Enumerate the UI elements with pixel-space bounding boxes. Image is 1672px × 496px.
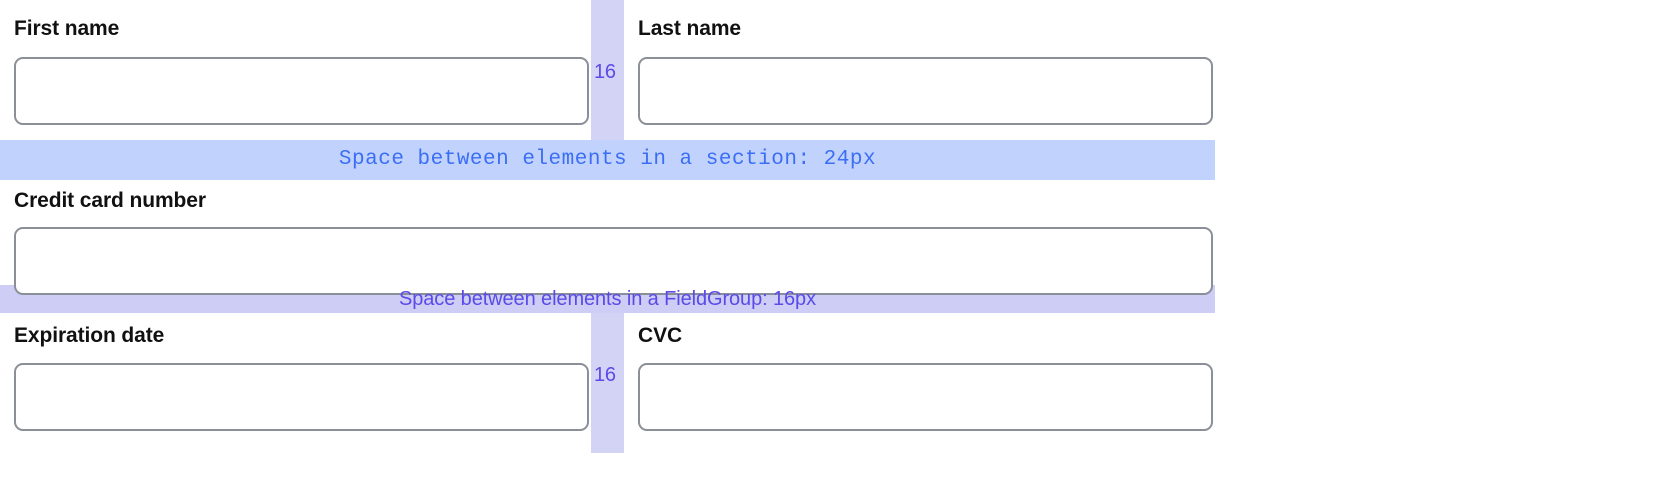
first-name-label: First name <box>14 17 120 40</box>
expiry-cvc-row: Expiration date 16 CVC <box>0 313 1215 453</box>
cvc-field: CVC <box>624 313 1215 453</box>
first-name-field: First name <box>0 0 591 140</box>
cvc-label: CVC <box>638 324 683 347</box>
column-gap-indicator-bottom: 16 <box>591 313 624 453</box>
credit-card-row: Credit card number <box>0 180 1215 295</box>
last-name-input[interactable] <box>638 57 1213 125</box>
credit-card-number-input[interactable] <box>14 227 1213 295</box>
expiration-date-input[interactable] <box>14 363 589 431</box>
first-name-input[interactable] <box>14 57 589 125</box>
column-gap-indicator-top: 16 <box>591 0 624 140</box>
spacing-annotated-form: First name 16 Last name Space between el… <box>0 0 1215 453</box>
credit-card-field: Credit card number <box>0 180 1215 295</box>
cvc-input[interactable] <box>638 363 1213 431</box>
expiration-date-label: Expiration date <box>14 324 165 347</box>
credit-card-number-label: Credit card number <box>14 189 206 212</box>
section-spacing-annotation: Space between elements in a section: 24p… <box>0 140 1215 180</box>
last-name-label: Last name <box>638 17 741 40</box>
column-gap-value-bottom: 16 <box>594 364 616 386</box>
expiration-date-field: Expiration date <box>0 313 591 453</box>
column-gap-value-top: 16 <box>594 61 616 83</box>
name-row: First name 16 Last name <box>0 0 1215 140</box>
last-name-field: Last name <box>624 0 1215 140</box>
